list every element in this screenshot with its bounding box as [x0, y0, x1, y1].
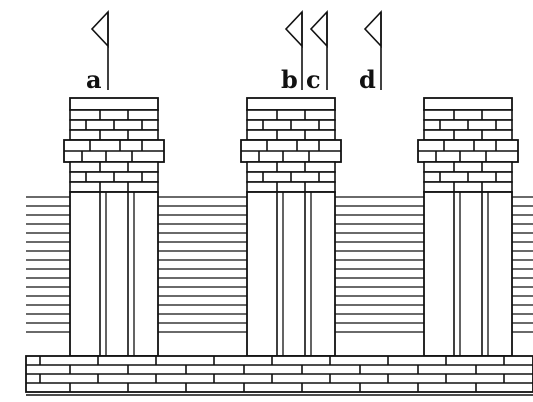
- tower-cap: [246, 97, 336, 111]
- flag-c: c: [306, 9, 328, 94]
- flag-d-label: d: [359, 65, 376, 94]
- tower-cap: [69, 97, 159, 111]
- brick-row: [423, 181, 513, 193]
- brick-row: [246, 129, 336, 141]
- flag-a-label: a: [86, 65, 102, 94]
- tower-shaft: [246, 191, 336, 357]
- flag-c-pennant: [309, 9, 328, 49]
- brick-row: [69, 161, 159, 173]
- tower-middle: [240, 97, 342, 357]
- flag-d: d: [359, 9, 382, 94]
- flag-a-pennant: [90, 9, 109, 49]
- brick-row: [69, 129, 159, 141]
- brick-row: [423, 109, 513, 121]
- tower-left: [63, 97, 165, 357]
- tower-cap: [423, 97, 513, 111]
- base-brick-wall: [25, 355, 533, 396]
- tower-shaft: [423, 191, 513, 357]
- flag-b-label: b: [281, 65, 298, 94]
- brick-row: [246, 161, 336, 173]
- flag-d-pennant: [363, 9, 382, 49]
- brick-row: [69, 109, 159, 121]
- flag-b-pennant: [284, 9, 303, 49]
- brick-row: [69, 181, 159, 193]
- flag-b: b: [281, 9, 303, 94]
- brick-row: [246, 181, 336, 193]
- flag-c-label: c: [306, 65, 321, 94]
- brick-row: [246, 109, 336, 121]
- towers: [63, 97, 519, 357]
- brick-row: [423, 161, 513, 173]
- brick-row: [423, 129, 513, 141]
- tower-right: [417, 97, 519, 357]
- flag-a: a: [86, 9, 109, 94]
- tower-shaft: [69, 191, 159, 357]
